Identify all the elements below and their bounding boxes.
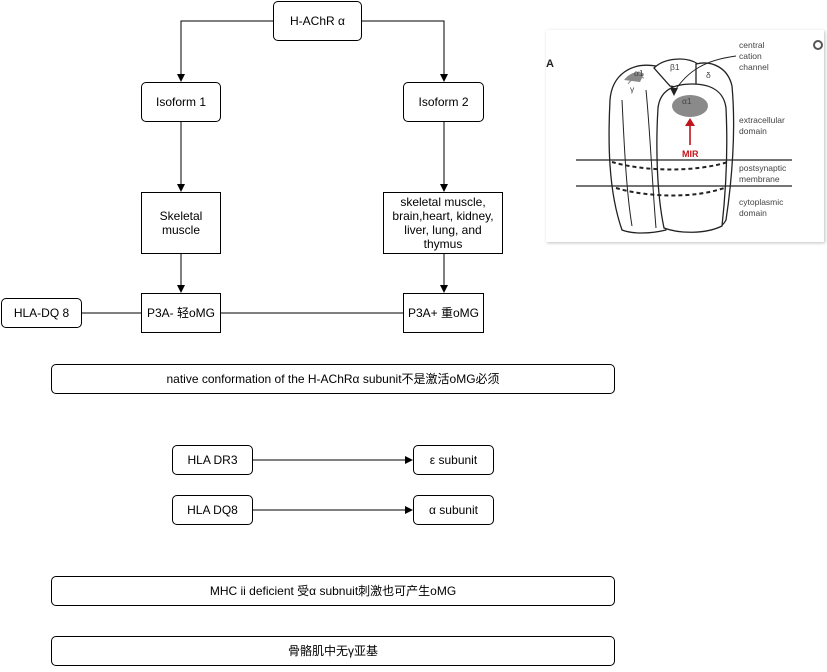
label-membrane: membrane <box>739 174 780 184</box>
node-isoform-2: Isoform 2 <box>403 82 484 122</box>
label-alpha1-left: α1 <box>634 68 644 78</box>
node-hla-dq8-left: HLA-DQ 8 <box>1 298 82 328</box>
edge-hachr-isoform2 <box>362 20 448 82</box>
node-p3a-minus: P3A- 轻oMG <box>141 293 221 333</box>
note-no-gamma-subunit: 骨骼肌中无γ亚基 <box>51 636 615 666</box>
node-hla-dr3: HLA DR3 <box>172 445 253 475</box>
label-beta1: β1 <box>670 62 680 72</box>
label-mir: MIR <box>682 149 699 159</box>
label-cation: cation <box>739 51 762 61</box>
label-delta: δ <box>706 70 711 80</box>
node-isoform-1: Isoform 1 <box>141 82 221 122</box>
label-gamma: γ <box>630 84 635 94</box>
alpha-binding-blob <box>672 95 708 117</box>
node-alpha-subunit: α subunit <box>413 495 494 525</box>
label-postsynaptic: postsynaptic <box>739 163 787 173</box>
label-central: central <box>739 40 765 50</box>
note-native-conformation: native conformation of the H-AChRα subun… <box>51 364 615 394</box>
corner-mark-icon <box>813 40 823 50</box>
label-alpha1-front: α1 <box>682 96 692 106</box>
node-skeletal-muscle: Skeletal muscle <box>141 192 221 254</box>
label-extracellular: extracellular <box>739 115 785 125</box>
label-cytoplasmic-domain: domain <box>739 208 767 218</box>
node-tissues: skeletal muscle, brain,heart, kidney, li… <box>383 192 503 254</box>
achr-structure-illustration: A α1 β1 δ γ α1 MIR <box>546 40 823 234</box>
note-mhc-deficient: MHC ii deficient 受α subnuit刺激也可产生oMG <box>51 576 615 606</box>
edge-hachr-isoform1 <box>177 20 274 82</box>
panel-label: A <box>546 58 554 70</box>
node-hachr-alpha: H-AChR α <box>273 1 362 41</box>
node-epsilon-subunit: ε subunit <box>413 445 494 475</box>
node-hla-dq8: HLA DQ8 <box>172 495 253 525</box>
label-cytoplasmic: cytoplasmic <box>739 197 784 207</box>
achr-structure-figure: A α1 β1 δ γ α1 MIR <box>546 30 824 242</box>
label-extracellular-domain: domain <box>739 126 767 136</box>
node-p3a-plus: P3A+ 重oMG <box>403 293 484 333</box>
label-channel: channel <box>739 62 769 72</box>
